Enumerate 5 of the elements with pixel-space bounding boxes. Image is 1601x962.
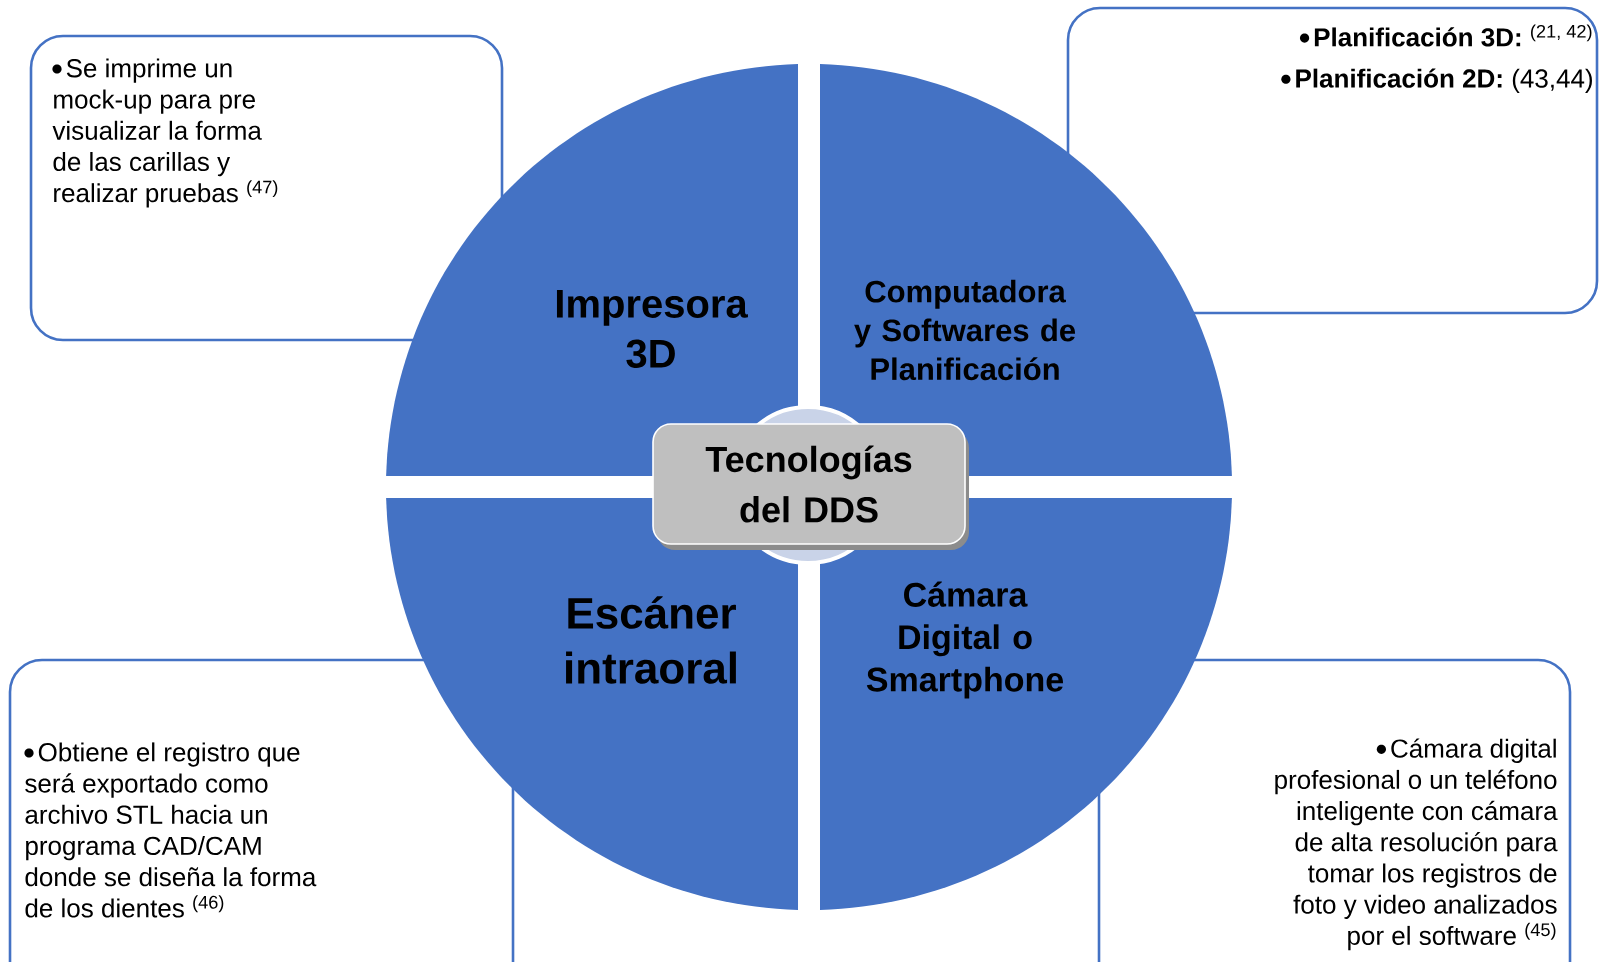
callout-box: Planificación 3D: $^{(21, 42)}$ Planificación 2D: (43,44) (1066, 6, 1599, 315)
callout-box: Obtiene el registro que será exportado como archivo STL hacia un programa CAD/CAM donde se diseña la forma de los dientes $^{(46)}$ (8, 658, 515, 962)
center-box: Tecnologías del DDS (652, 405, 969, 565)
callout-box: Cámara digital profesional o un teléfono inteligente con cámara de alta resolución para tomar los registros de foto y video analizados por el software $^{(45)}$ (1097, 658, 1572, 962)
callout-box: Se imprime un mock-up para pre visualizar la forma de las carillas y realizar pruebas $^{(47)}$ (29, 34, 504, 342)
